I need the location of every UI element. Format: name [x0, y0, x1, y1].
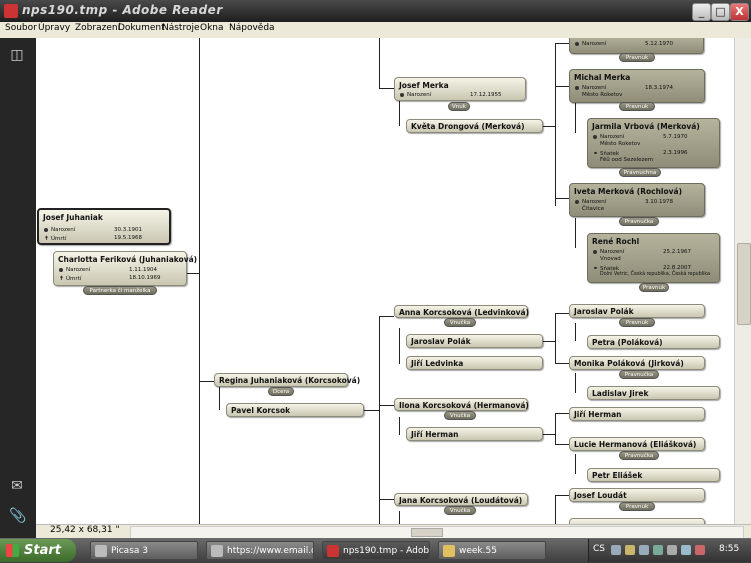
page-size-readout: 25,42 x 68,31 "	[50, 525, 120, 535]
help-icon[interactable]	[611, 545, 621, 555]
tray-app-icon[interactable]	[625, 545, 635, 555]
language-indicator[interactable]: CS	[593, 544, 605, 554]
volume-icon[interactable]	[681, 545, 691, 555]
network-icon[interactable]	[639, 545, 649, 555]
relation-tag: Pravnuk	[619, 318, 655, 327]
task-picasa[interactable]: Picasa 3	[90, 541, 198, 560]
clock[interactable]: 8:55	[719, 544, 740, 554]
menu-okna[interactable]: Okna	[200, 23, 224, 33]
close-button[interactable]: X	[730, 3, 749, 21]
relation-tag: Vnuk	[448, 102, 470, 111]
relation-tag: Partnerka či manželka	[83, 286, 157, 295]
relation-tag: Pravnuk	[639, 283, 669, 292]
attachment-icon[interactable]: 📎	[9, 508, 27, 524]
person-card-charlotta-ferikova[interactable]: Charlotta Feriková (Juhaniaková) Narozen…	[53, 251, 197, 286]
maximize-button[interactable]: □	[711, 3, 730, 21]
relation-tag: Pravnuk	[619, 53, 655, 62]
menu-bar: Soubor Úpravy Zobrazení Dokument Nástroj…	[0, 22, 751, 39]
relation-tag: Pravnuchna	[619, 168, 661, 177]
person-card-josef-loudat[interactable]: Josef Loudát	[569, 488, 705, 502]
person-card-anna-korcsokova[interactable]: Anna Korcsoková (Ledvinková)	[394, 305, 529, 318]
title-bar: nps190.tmp - Adobe Reader _ □ X	[0, 0, 751, 22]
adobe-reader-icon	[4, 4, 18, 18]
person-card-ilona-korcsokova[interactable]: Ilona Korcsoková (Hermanová)	[394, 398, 529, 411]
task-browser[interactable]: https://www.email.cz...	[206, 541, 314, 560]
system-tray: CS 8:55	[588, 539, 751, 562]
menu-soubor[interactable]: Soubor	[5, 23, 37, 33]
person-card-regina-juhaniakova[interactable]: Regina Juhaniaková (Korcsoková)	[214, 373, 360, 387]
menu-upravy[interactable]: Úpravy	[38, 23, 71, 33]
relation-tag: Pravnuk	[619, 502, 655, 511]
relation-tag: Dcera	[268, 387, 294, 396]
menu-zobrazeni[interactable]: Zobrazení	[75, 23, 121, 33]
relation-tag: Vnučka	[444, 411, 476, 420]
start-button[interactable]: Start	[0, 539, 76, 562]
person-card-pavel-korcsok[interactable]: Pavel Korcsok	[226, 403, 364, 417]
person-card-jaroslav-polak-2[interactable]: Jaroslav Polák	[569, 304, 705, 318]
windows-logo-icon	[6, 544, 19, 557]
vertical-scrollbar[interactable]	[734, 38, 751, 524]
comments-icon[interactable]: ✉	[11, 478, 23, 494]
antivirus-icon[interactable]	[695, 545, 705, 555]
person-card-jana-korcsokova[interactable]: Jana Korcsoková (Loudátová)	[394, 493, 528, 506]
person-card-jiri-herman[interactable]: Jiří Herman	[406, 427, 543, 441]
pages-icon[interactable]: ◫	[10, 47, 24, 63]
menu-nastroje[interactable]: Nástroje	[162, 23, 200, 33]
scroll-thumb[interactable]	[737, 243, 751, 325]
person-card-petra-polakova[interactable]: Petra (Poláková)	[587, 335, 720, 349]
person-card-monika-polakova[interactable]: Monika Poláková (Jirková)	[569, 356, 705, 370]
tray-app-icon[interactable]	[653, 545, 663, 555]
relation-tag: Pravnuk	[619, 102, 655, 111]
menu-dokument[interactable]: Dokument	[118, 23, 165, 33]
person-card-lucie-hermanova[interactable]: Lucie Hermanová (Eliášková)	[569, 437, 705, 451]
person-card-jaroslav-polak[interactable]: Jaroslav Polák	[406, 334, 543, 348]
minimize-button[interactable]: _	[692, 3, 711, 21]
taskbar: Start Picasa 3 https://www.email.cz... n…	[0, 538, 751, 563]
menu-napoveda[interactable]: Nápověda	[229, 23, 275, 33]
relation-tag: Pravnučka	[619, 370, 659, 379]
browser-icon	[211, 545, 223, 557]
person-card-partial[interactable]	[569, 518, 705, 524]
picasa-icon	[95, 545, 107, 557]
tray-app-icon[interactable]	[667, 545, 677, 555]
relation-tag: Pravnučka	[619, 217, 659, 226]
relation-tag: Vnučka	[444, 318, 476, 327]
navigation-panel: ◫ ✉ 📎	[0, 38, 36, 538]
scroll-thumb[interactable]	[411, 528, 443, 537]
person-card-ladislav-jirek[interactable]: Ladislav Jirek	[587, 386, 720, 400]
task-folder[interactable]: week.55	[438, 541, 546, 560]
person-card-jiri-herman-2[interactable]: Jiří Herman	[569, 407, 705, 421]
person-card-kveta-drongova[interactable]: Květa Drongová (Merková)	[406, 119, 543, 133]
person-card-petr-eliasek[interactable]: Petr Eliášek	[587, 468, 720, 482]
folder-icon	[443, 545, 455, 557]
task-adobe-reader[interactable]: nps190.tmp - Adobe ...	[322, 541, 430, 560]
window-title: nps190.tmp - Adobe Reader	[22, 3, 223, 17]
relation-tag: Vnučka	[444, 506, 476, 515]
status-bar: 25,42 x 68,31 "	[36, 524, 751, 539]
relation-tag: Pravnučka	[619, 451, 659, 460]
adobe-reader-icon	[327, 545, 339, 557]
person-card-jiri-ledvinka[interactable]: Jiří Ledvinka	[406, 356, 543, 370]
